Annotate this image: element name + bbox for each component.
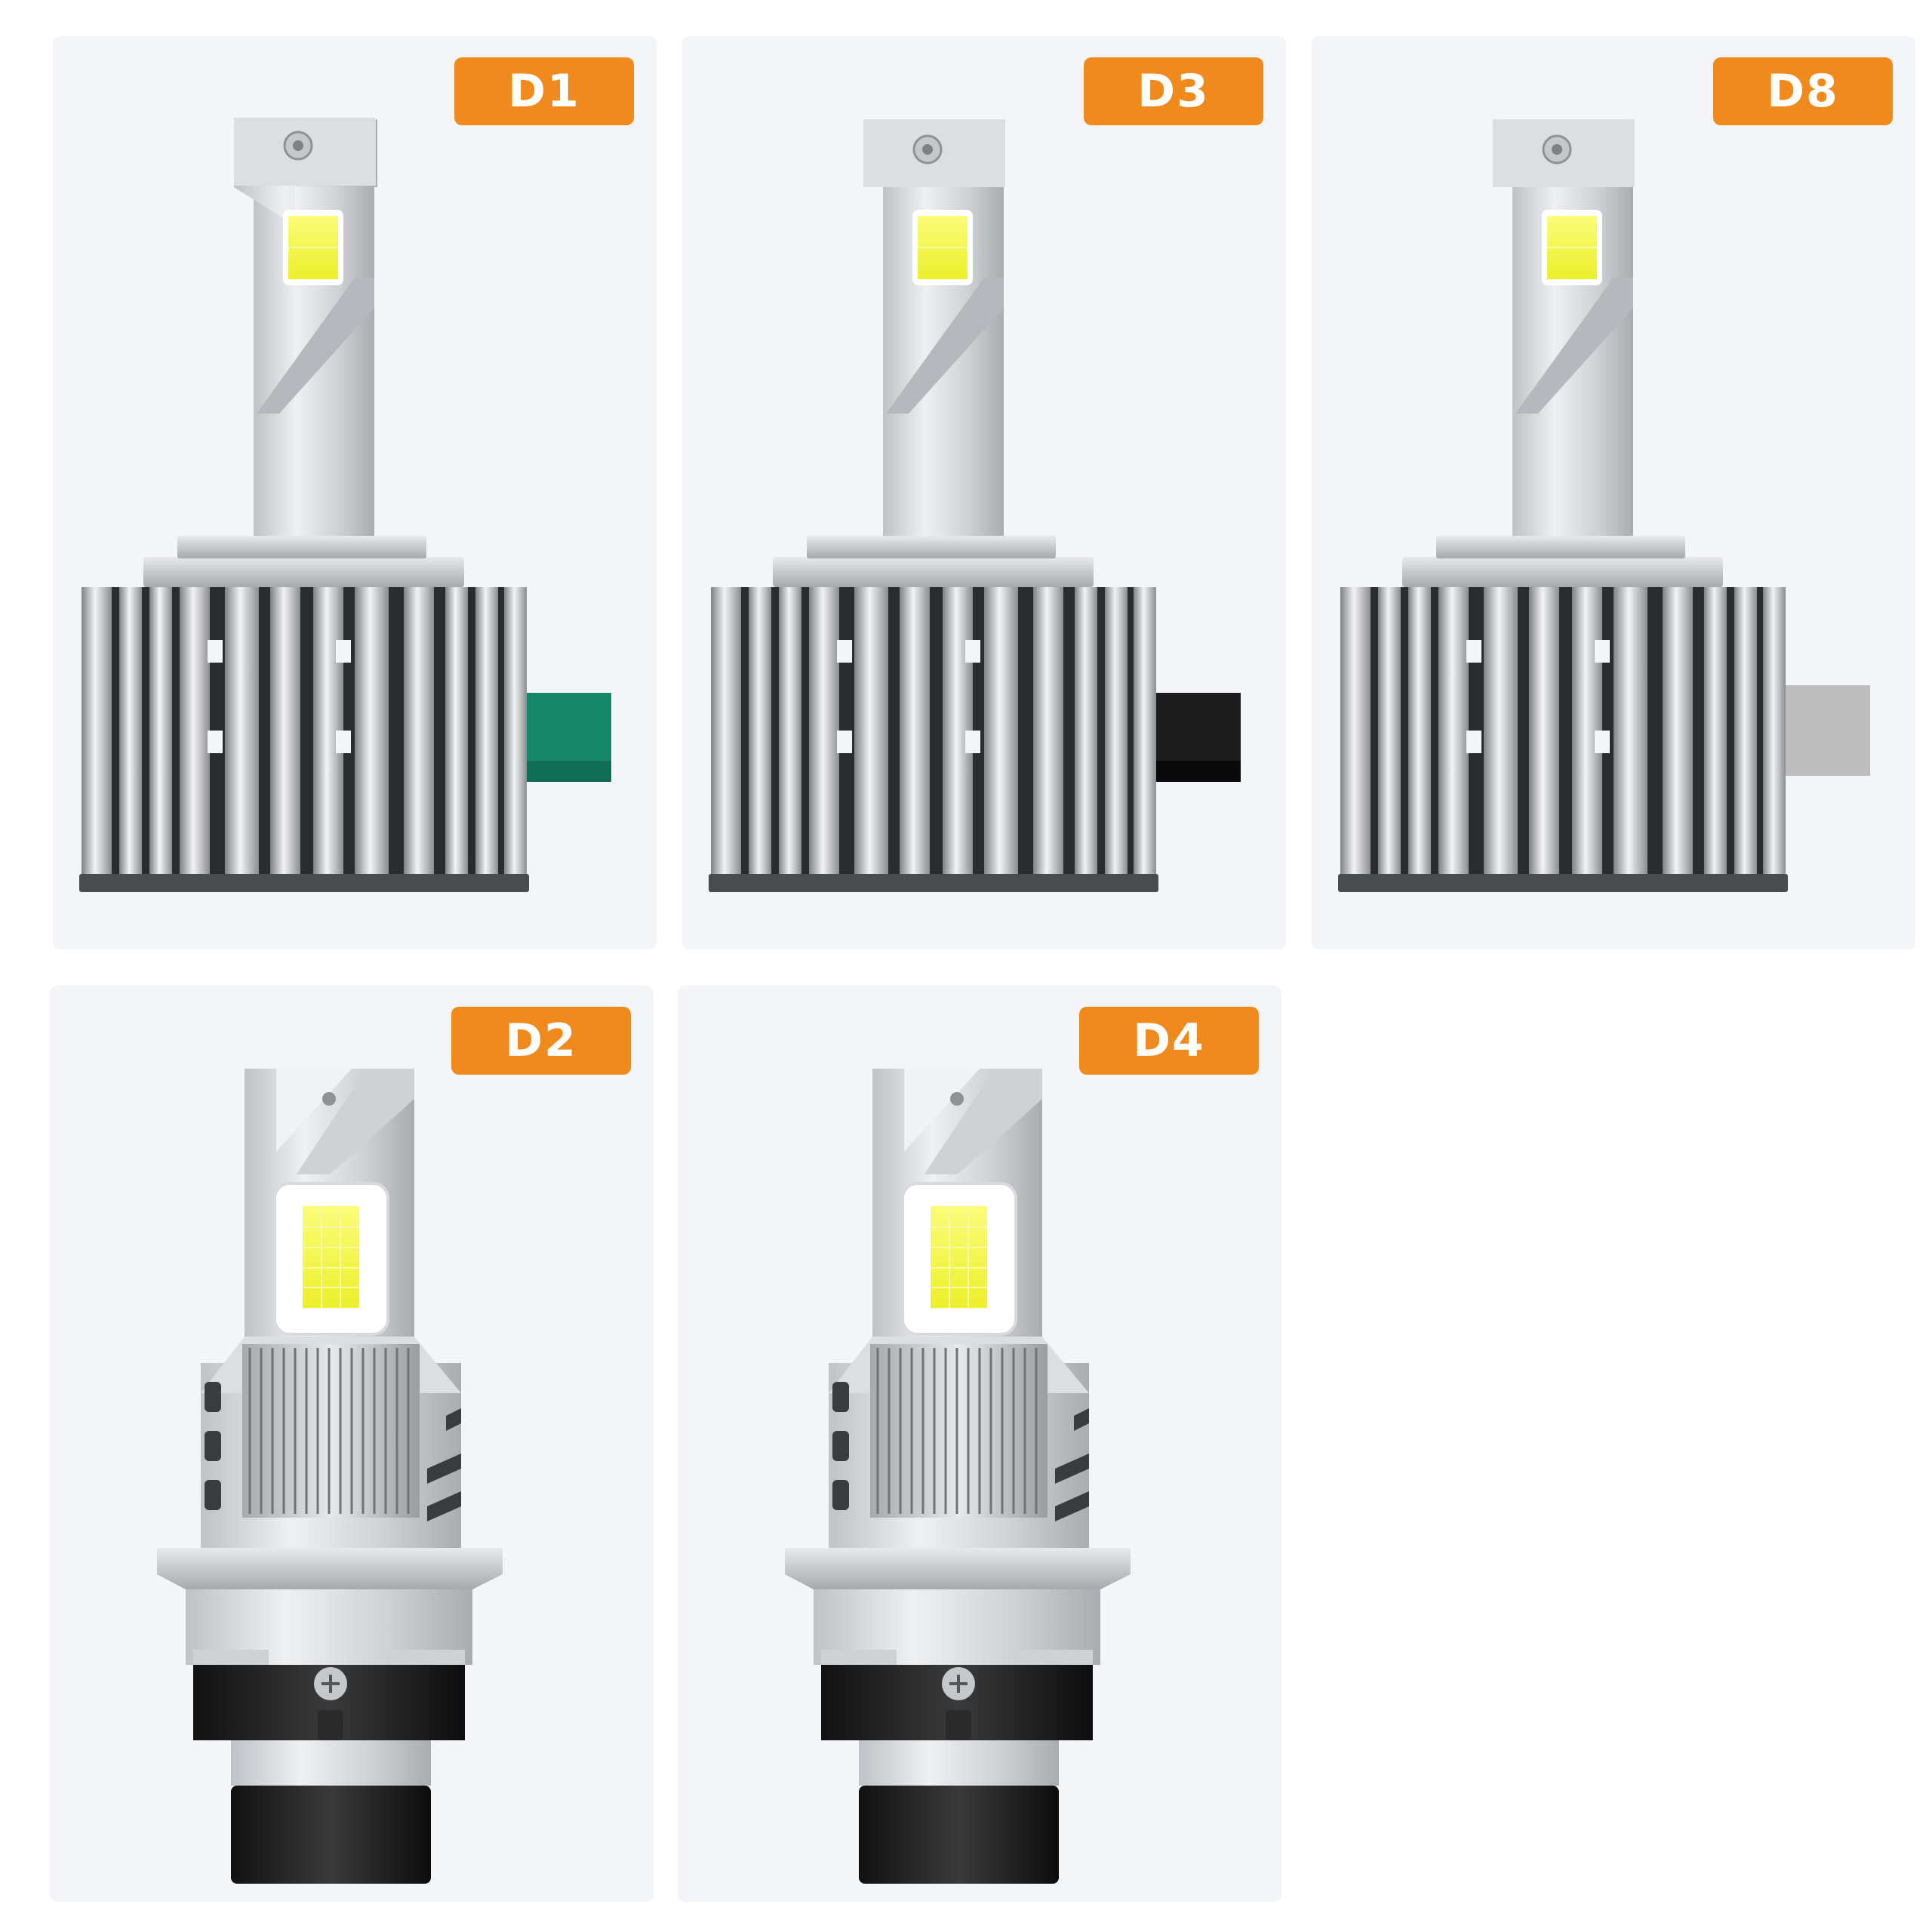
bulb-type-badge: D4 [1079,1007,1259,1075]
product-card-d8[interactable]: D8 [1312,36,1915,949]
product-card-d4[interactable]: D4 [678,986,1281,1902]
product-card-d3[interactable]: D3 [682,36,1286,949]
bulb-type-badge: D1 [454,57,634,125]
product-card-d2[interactable]: D2 [50,986,654,1902]
led-headlight-bulb-d-style-icon [785,1069,1131,1884]
bulb-type-badge: D3 [1084,57,1263,125]
led-headlight-bulb-h-style-icon [79,118,611,892]
bulb-type-badge: D2 [451,1007,631,1075]
led-headlight-bulb-h-style-icon [709,119,1241,892]
led-headlight-bulb-d-style-icon [157,1069,503,1884]
bulb-type-badge: D8 [1713,57,1893,125]
product-card-d1[interactable]: D1 [53,36,657,949]
led-headlight-bulb-h-style-icon [1338,119,1870,892]
